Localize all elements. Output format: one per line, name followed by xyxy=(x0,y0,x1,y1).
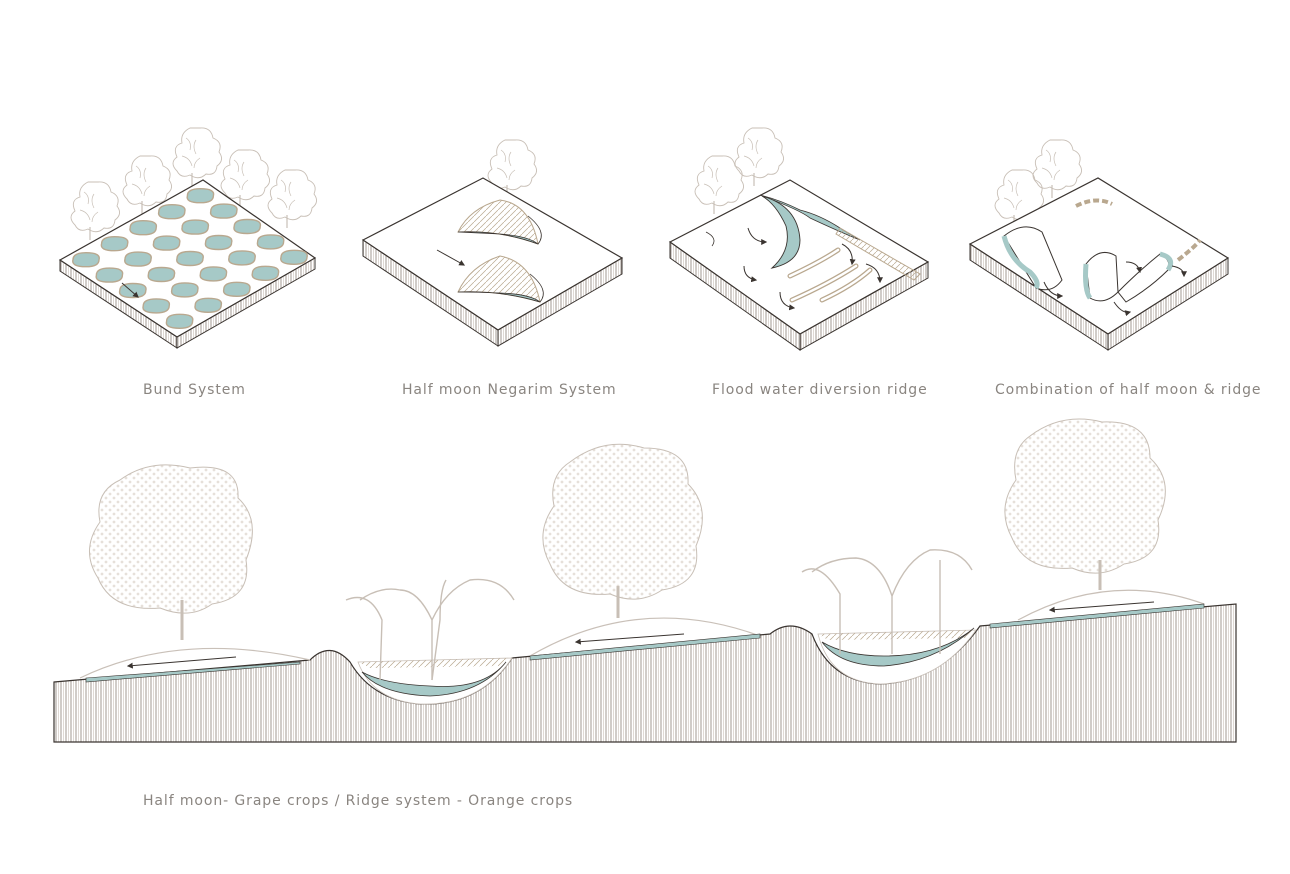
grape-vine-right xyxy=(801,549,973,654)
half-moon-negarim-caption: Half moon Negarim System xyxy=(402,382,617,398)
bund-system-caption: Bund System xyxy=(143,382,246,398)
bund-cell xyxy=(186,187,215,204)
bund-cell xyxy=(251,265,280,282)
orange-tree-right xyxy=(1004,418,1166,590)
bund-cell xyxy=(181,219,210,235)
bund-cell xyxy=(124,251,152,267)
bund-cell xyxy=(152,235,181,251)
bund-cell xyxy=(157,203,186,220)
bund-cell xyxy=(147,266,176,283)
bund-cell xyxy=(142,298,171,314)
bund-cell xyxy=(129,219,158,236)
bund-cell xyxy=(256,234,285,250)
bund-cell xyxy=(194,297,223,314)
combination-caption: Combination of half moon & ridge xyxy=(995,382,1262,398)
flood-water-diversion-caption: Flood water diversion ridge xyxy=(712,382,928,398)
bund-cell xyxy=(209,203,238,219)
bund-cell xyxy=(204,234,233,251)
section-caption: Half moon- Grape crops / Ridge system - … xyxy=(143,793,574,809)
bund-cell xyxy=(170,282,199,298)
bund-cell xyxy=(118,282,147,299)
orange-tree-middle xyxy=(542,443,703,618)
combination-diagram xyxy=(968,139,1230,351)
bund-cell xyxy=(228,250,256,266)
bund-cell xyxy=(280,249,308,266)
bund-cell xyxy=(95,267,124,283)
bund-cell xyxy=(72,251,100,268)
bund-cell xyxy=(165,313,194,330)
cross-section-diagram xyxy=(53,418,1237,743)
bund-cell xyxy=(233,218,262,235)
bund-system-diagram xyxy=(58,127,318,349)
flood-water-diversion-diagram xyxy=(668,127,930,351)
half-moon-negarim-diagram xyxy=(361,139,624,347)
bund-cell xyxy=(176,250,204,267)
bund-cell xyxy=(222,281,251,298)
orange-tree-left xyxy=(89,464,253,640)
grape-vine-left xyxy=(345,578,515,681)
bund-cell xyxy=(199,266,228,282)
bund-cell xyxy=(100,235,129,252)
